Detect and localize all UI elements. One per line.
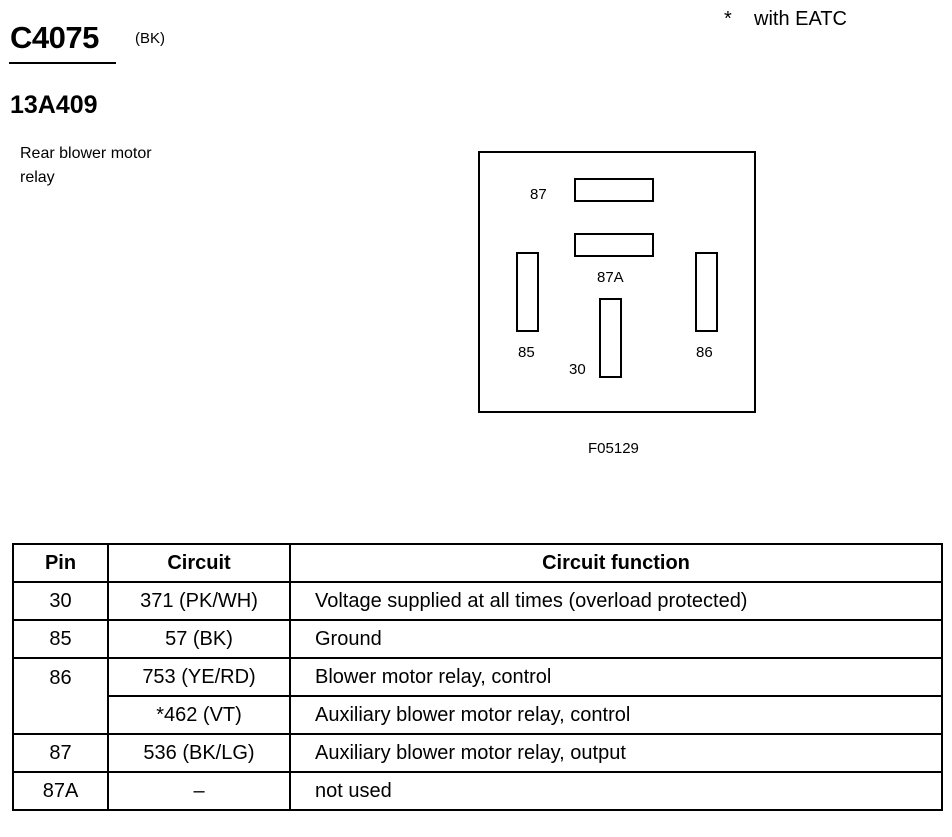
terminal-label-86: 86 bbox=[696, 344, 713, 361]
component-description: Rear blower motor relay bbox=[20, 142, 200, 190]
terminal-label-30: 30 bbox=[569, 361, 586, 378]
relay-connector-diagram: 87 87A 85 86 30 bbox=[478, 151, 756, 413]
header-circuit-function: Circuit function bbox=[289, 543, 943, 583]
circuit-cell: 753 (YE/RD) bbox=[107, 657, 291, 697]
pin-cell bbox=[12, 696, 109, 735]
header-circuit: Circuit bbox=[107, 543, 291, 583]
table-row: 85 57 (BK) Ground bbox=[12, 619, 943, 659]
terminal-85 bbox=[516, 252, 539, 332]
figure-id: F05129 bbox=[588, 440, 639, 457]
connector-color: (BK) bbox=[135, 30, 165, 47]
function-cell: Blower motor relay, control bbox=[289, 657, 943, 697]
description-line-1: Rear blower motor bbox=[20, 145, 152, 162]
circuit-cell: – bbox=[107, 771, 291, 811]
table-row: *462 (VT) Auxiliary blower motor relay, … bbox=[12, 695, 943, 735]
circuit-cell: 371 (PK/WH) bbox=[107, 581, 291, 621]
terminal-86 bbox=[695, 252, 718, 332]
footnote: * with EATC bbox=[724, 8, 847, 30]
description-line-2: relay bbox=[20, 169, 55, 186]
function-cell: Ground bbox=[289, 619, 943, 659]
function-cell: Voltage supplied at all times (overload … bbox=[289, 581, 943, 621]
part-number: 13A409 bbox=[10, 91, 98, 119]
terminal-label-85: 85 bbox=[518, 344, 535, 361]
terminal-30 bbox=[599, 298, 622, 378]
table-row: 87 536 (BK/LG) Auxiliary blower motor re… bbox=[12, 733, 943, 773]
function-cell: not used bbox=[289, 771, 943, 811]
table-row: 86 753 (YE/RD) Blower motor relay, contr… bbox=[12, 657, 943, 697]
pin-cell: 87 bbox=[12, 733, 109, 773]
pin-circuit-table: Pin Circuit Circuit function 30 371 (PK/… bbox=[12, 543, 943, 811]
terminal-label-87: 87 bbox=[530, 186, 547, 203]
connector-id: C4075 bbox=[10, 20, 99, 55]
pin-cell: 86 bbox=[12, 657, 109, 696]
circuit-cell: 536 (BK/LG) bbox=[107, 733, 291, 773]
terminal-label-87a: 87A bbox=[597, 269, 624, 286]
terminal-87a bbox=[574, 233, 654, 257]
circuit-cell: 57 (BK) bbox=[107, 619, 291, 659]
function-cell: Auxiliary blower motor relay, output bbox=[289, 733, 943, 773]
title-underline bbox=[9, 62, 116, 64]
header-pin: Pin bbox=[12, 543, 109, 583]
pin-cell: 87A bbox=[12, 771, 109, 811]
table-header-row: Pin Circuit Circuit function bbox=[12, 543, 943, 583]
terminal-87 bbox=[574, 178, 654, 202]
circuit-cell: *462 (VT) bbox=[107, 695, 291, 735]
pin-cell: 85 bbox=[12, 619, 109, 659]
table-row: 30 371 (PK/WH) Voltage supplied at all t… bbox=[12, 581, 943, 621]
function-cell: Auxiliary blower motor relay, control bbox=[289, 695, 943, 735]
table-row: 87A – not used bbox=[12, 771, 943, 811]
pin-cell: 30 bbox=[12, 581, 109, 621]
